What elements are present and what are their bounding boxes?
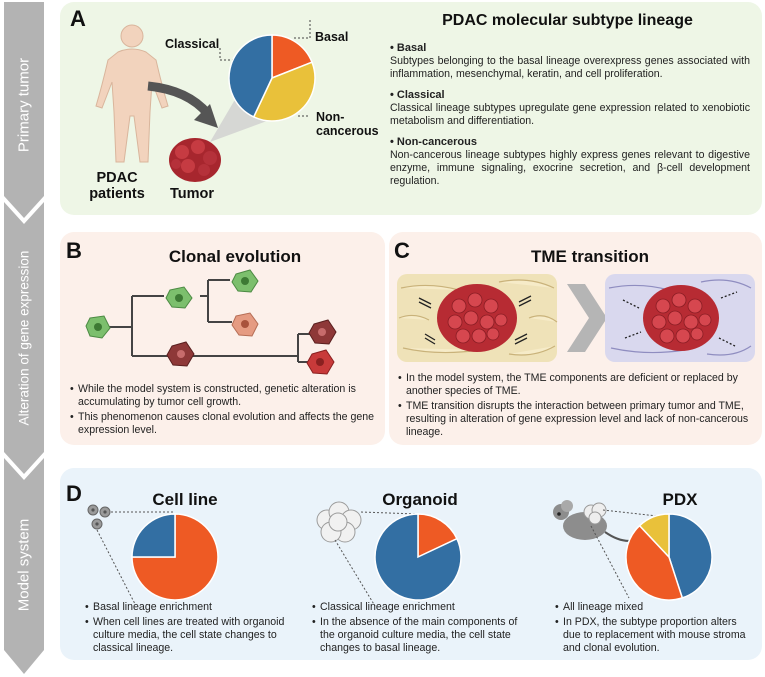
sidebar-label-model: Model system (15, 518, 33, 612)
panel-b-bullet-1: While the model system is constructed, g… (70, 383, 375, 409)
patients-label: PDAC patients (89, 170, 145, 202)
pie-primary (228, 34, 316, 122)
cell-line-title: Cell line (152, 490, 218, 509)
panel-c-bullet-2: TME transition disrupts the interaction … (398, 400, 756, 439)
organoid-title: Organoid (382, 490, 458, 509)
cell-darkred-right (308, 319, 337, 345)
desc-classical: • Classical Classical lineage subtypes u… (390, 89, 750, 128)
arrow-model-system (4, 458, 44, 674)
cell-root (85, 315, 111, 339)
pie-label-noncancerous: Non- cancerous (316, 110, 379, 138)
sidebar-label-alteration: Alteration of gene expression (16, 250, 32, 426)
desc-classical-head: • Classical (390, 89, 445, 101)
organoid-illustration (316, 501, 418, 607)
arrow-to-tumor (147, 81, 212, 118)
desc-basal-head: • Basal (390, 42, 427, 54)
organoid-bullets: Classical lineage enrichment In the abse… (312, 601, 522, 657)
cell-darkred-mid (166, 341, 195, 367)
cell-pink (231, 312, 259, 337)
tme-chevron (567, 284, 607, 352)
organoid-bullet-2: In the absence of the main components of… (312, 616, 522, 655)
tme-transition-illustration (397, 274, 755, 362)
clonal-tree (85, 269, 337, 375)
pdx-bullets: All lineage mixed In PDX, the subtype pr… (555, 601, 755, 657)
panel-d-letter: D (66, 481, 82, 506)
desc-classical-text: Classical lineage subtypes upregulate ge… (390, 102, 750, 127)
panel-a-letter: A (70, 6, 86, 31)
arrow-primary-tumor (4, 2, 44, 218)
pie-slice-classical (131, 513, 176, 558)
desc-basal-text: Subtypes belonging to the basal lineage … (390, 55, 750, 80)
pie-slice-basal (131, 513, 219, 601)
pdx-bullet-1: All lineage mixed (555, 601, 755, 614)
cell-green-mid (165, 286, 193, 309)
panel-c-letter: C (394, 238, 410, 263)
desc-basal: • Basal Subtypes belonging to the basal … (390, 42, 750, 81)
sidebar-arrows (4, 2, 44, 674)
desc-noncancerous: • Non-cancerous Non-cancerous lineage su… (390, 136, 750, 188)
pie-slice-classical (668, 513, 713, 599)
cell-line-bullet-1: Basal lineage enrichment (85, 601, 295, 614)
pie-label-classical: Classical (165, 37, 220, 51)
arrow-alteration (4, 202, 44, 474)
sidebar-label-primary: Primary tumor (15, 57, 33, 153)
panel-c-bullet-1: In the model system, the TME components … (398, 372, 756, 398)
pie-slice-non-cancerous (252, 61, 316, 122)
desc-noncancerous-head: • Non-cancerous (390, 136, 477, 148)
panel-b-title: Clonal evolution (168, 247, 302, 266)
pdx-mouse-illustration (553, 500, 658, 599)
tme-primary (397, 274, 558, 362)
desc-noncancerous-text: Non-cancerous lineage subtypes highly ex… (390, 149, 750, 187)
cell-green-top (231, 269, 259, 293)
pie-slice-basal (625, 524, 684, 601)
pdx-bullet-2: In PDX, the subtype proportion alters du… (555, 616, 755, 655)
panel-b-bullet-2: This phenomenon causes clonal evolution … (70, 411, 375, 437)
panel-a-title: PDAC molecular subtype lineage (442, 12, 693, 29)
tumor-blob (169, 138, 221, 182)
cell-line-bullets: Basal lineage enrichment When cell lines… (85, 601, 295, 657)
panel-b-bullets: While the model system is constructed, g… (70, 383, 375, 439)
tumor-label: Tumor (170, 186, 215, 202)
pie-organoid (374, 513, 462, 601)
tme-model (605, 274, 755, 362)
cell-red-right (306, 349, 335, 375)
cell-line-bullet-2: When cell lines are treated with organoi… (85, 616, 295, 655)
panel-a-descriptions: • Basal Subtypes belonging to the basal … (390, 42, 750, 188)
pdx-title: PDX (662, 490, 698, 509)
pie-pdx (625, 513, 713, 601)
pie-slice-non-cancerous (638, 513, 670, 559)
pie-cell-line (131, 513, 219, 601)
panel-c-bullets: In the model system, the TME components … (398, 372, 756, 441)
panel-a (60, 2, 762, 215)
pie-slice-basal (417, 513, 458, 559)
panel-c-title: TME transition (530, 247, 650, 266)
cell-line-illustration (87, 504, 175, 605)
pie-slice-classical (228, 34, 273, 118)
pie-slice-classical (374, 513, 462, 601)
pie-label-basal: Basal (315, 30, 349, 44)
patient-figure (95, 24, 169, 163)
panel-b-letter: B (66, 238, 82, 263)
organoid-bullet-1: Classical lineage enrichment (312, 601, 522, 614)
pie-slice-basal (271, 34, 313, 80)
mouse-icon (553, 500, 642, 542)
